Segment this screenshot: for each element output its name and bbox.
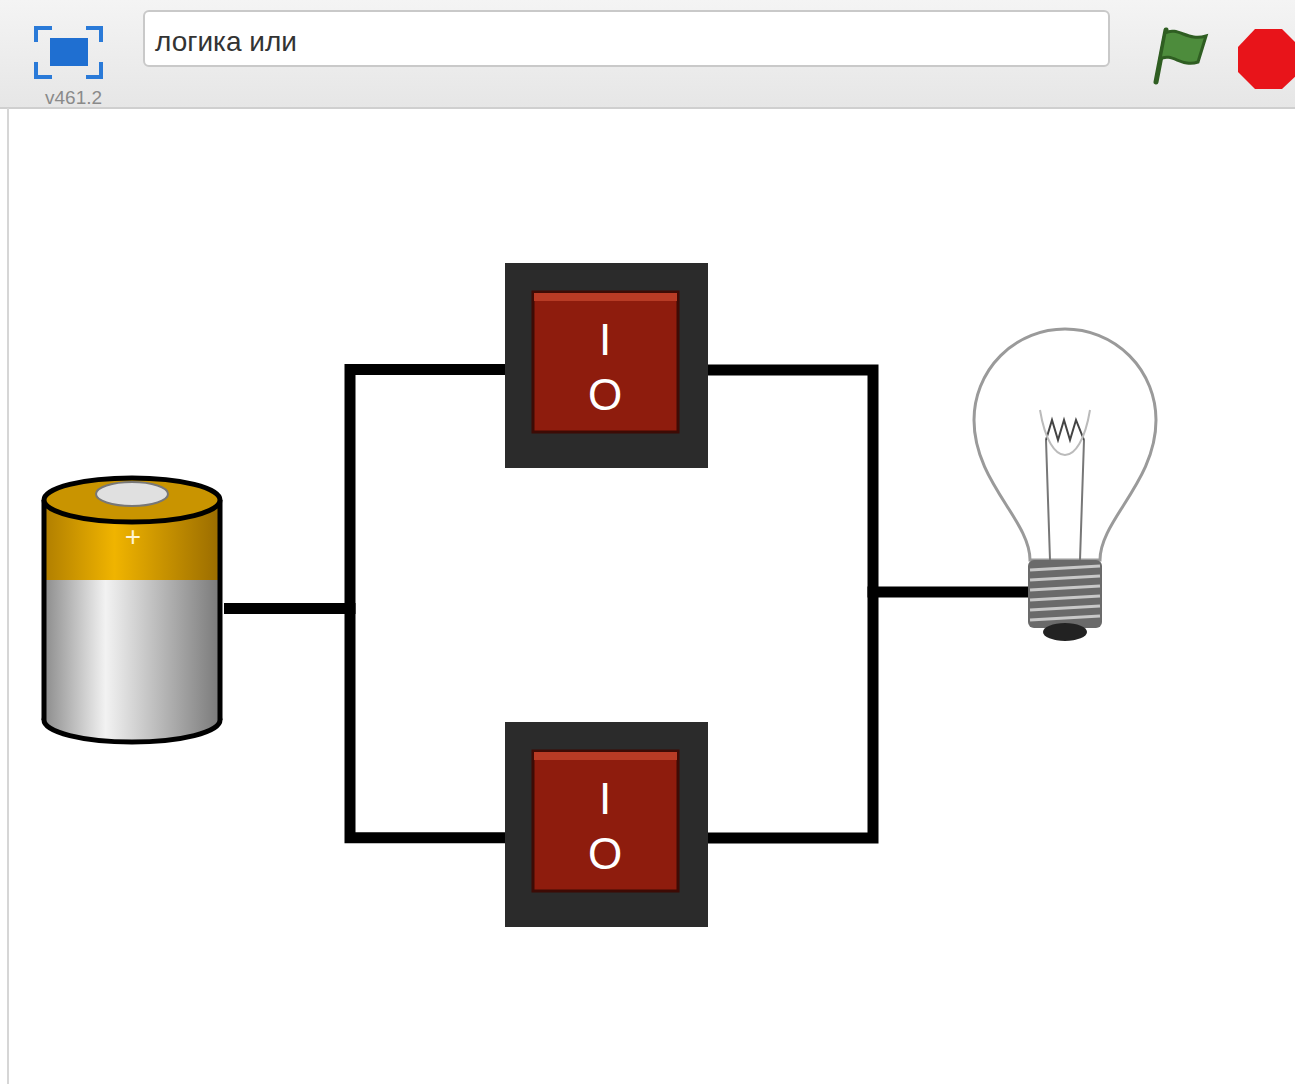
battery-outline <box>40 470 224 747</box>
bulb-thread <box>1030 566 1100 570</box>
project-title-field: логика или <box>143 10 1110 67</box>
rocker-switch: IO <box>505 722 708 927</box>
circuit-wire <box>224 370 505 609</box>
project-title: логика или <box>155 28 297 56</box>
bulb-thread <box>1030 576 1100 580</box>
stop-sign <box>1238 29 1295 89</box>
green-flag <box>1156 30 1206 82</box>
bar-border <box>0 107 1295 109</box>
polarity-mark: + <box>125 523 141 551</box>
bulb-thread <box>1030 586 1100 590</box>
battery-symbol: + <box>40 470 224 747</box>
bulb-thread <box>1030 616 1100 620</box>
switch-mark: O <box>588 373 622 417</box>
switch-mark: I <box>599 777 611 821</box>
switch-outline <box>505 263 708 468</box>
top-bar <box>0 0 1295 108</box>
switch-outline <box>505 722 708 927</box>
switch-mark: I <box>599 318 611 362</box>
bulb-thread <box>1030 596 1100 600</box>
bulb-thread <box>1030 606 1100 610</box>
stage-border <box>7 108 9 1084</box>
rocker-switch: IO <box>505 263 708 468</box>
switch-mark: O <box>588 832 622 876</box>
light-bulb <box>974 329 1156 641</box>
circuit-wire <box>224 609 505 838</box>
version-label: v461.2 <box>45 88 102 107</box>
fullscreen-icon <box>36 28 101 77</box>
